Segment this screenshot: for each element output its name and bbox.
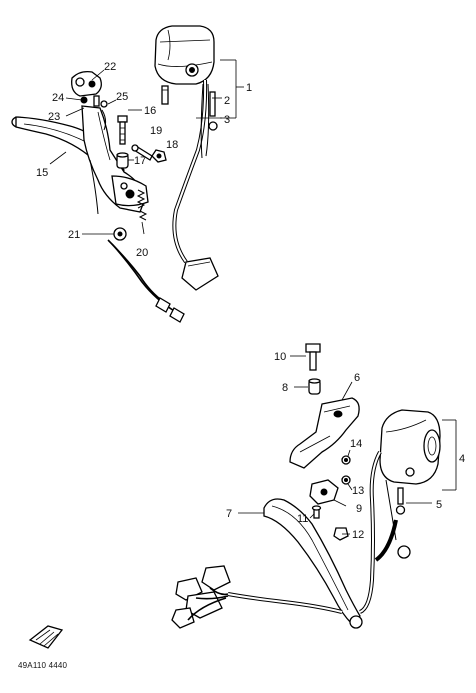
callout-10: 10	[274, 351, 286, 363]
bracket-collar	[308, 378, 321, 395]
brake-lever	[263, 498, 363, 629]
callout-3: 3	[224, 114, 230, 126]
housing-screw-lower	[395, 487, 406, 515]
housing-screw	[161, 85, 218, 131]
left-switch-housing	[154, 25, 215, 85]
adjust-screw-and-nut	[131, 144, 167, 163]
callout-8: 8	[282, 382, 288, 394]
callout-4: 4	[459, 453, 465, 465]
right-switch-housing	[379, 409, 441, 485]
collar	[116, 152, 129, 169]
callout-19: 19	[150, 125, 162, 137]
wire-connectors	[171, 565, 231, 629]
callout-24: 24	[52, 92, 64, 104]
lever-holder	[81, 105, 149, 215]
callout-12: 12	[352, 529, 364, 541]
small-screws	[80, 95, 108, 131]
bracket-bolt	[305, 343, 321, 371]
callout-16: 16	[144, 105, 156, 117]
callout-25: 25	[116, 91, 128, 103]
yamaha-logo-mark	[28, 625, 64, 649]
callout-23: 23	[48, 111, 60, 123]
clutch-switch	[107, 227, 185, 323]
switch-wire-harness	[172, 79, 219, 291]
callout-20: 20	[136, 247, 148, 259]
callout-18: 18	[166, 139, 178, 151]
left-handlebar-switch-assembly	[11, 25, 219, 323]
callout-15: 15	[36, 167, 48, 179]
callout-2: 2	[224, 95, 230, 107]
mirror-clamp	[71, 70, 102, 97]
callout-1: 1	[246, 82, 252, 94]
front-brake-switch	[309, 479, 339, 505]
lever-spring	[136, 189, 148, 221]
right-handlebar-switch-assembly	[171, 343, 441, 629]
callout-14: 14	[350, 438, 362, 450]
switch-screws	[311, 455, 351, 541]
callout-13: 13	[352, 485, 364, 497]
callout-21: 21	[68, 229, 80, 241]
brake-switch-wiring	[227, 451, 411, 614]
lower-leader-lines	[238, 355, 457, 535]
drawing-code: 49A110 4440	[18, 661, 68, 670]
callout-22: 22	[104, 61, 116, 73]
callout-17: 17	[134, 155, 146, 167]
callout-9: 9	[356, 503, 362, 515]
pivot-bolt	[117, 115, 128, 145]
callout-11: 11	[297, 513, 308, 525]
callout-7: 7	[226, 508, 232, 520]
callout-labels: 1 2 3 4 5 6 7 8 9 10 11 12 13 14 15 16 1…	[18, 61, 465, 670]
master-cylinder-bracket	[289, 397, 360, 469]
callout-5: 5	[436, 499, 442, 511]
upper-leader-lines	[49, 59, 244, 235]
callout-6: 6	[354, 372, 360, 384]
